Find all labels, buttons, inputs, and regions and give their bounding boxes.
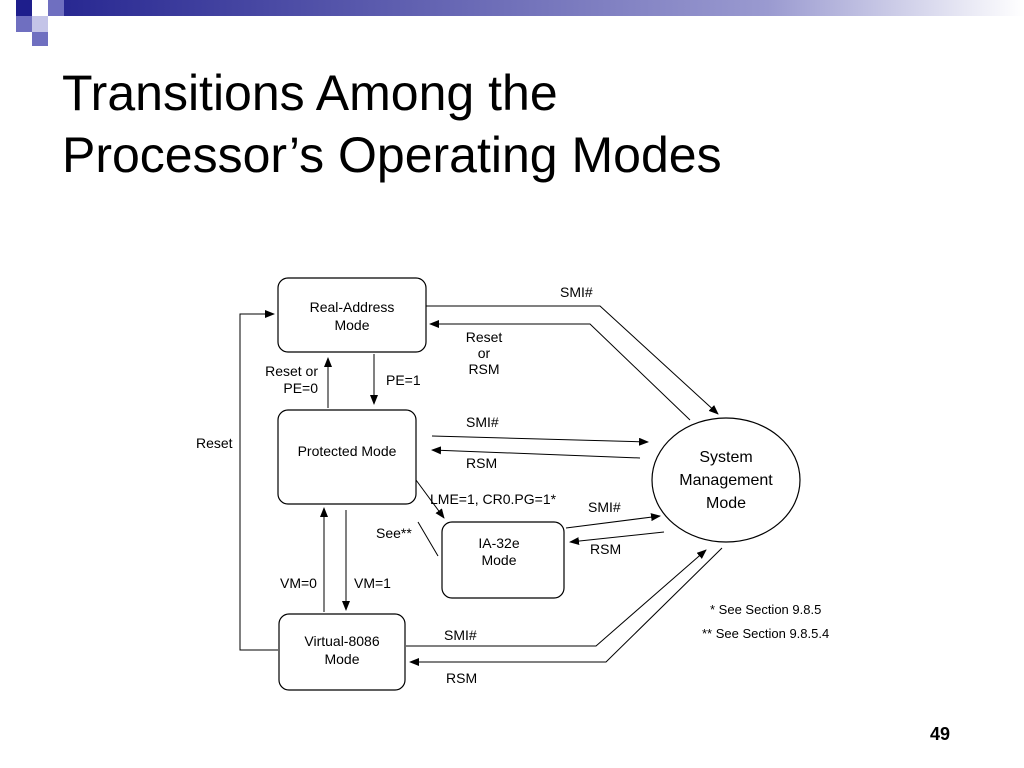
label-vm0: VM=0 (280, 575, 317, 591)
label-reset-rsm-2: or (478, 345, 491, 361)
label-vm1: VM=1 (354, 575, 391, 591)
label-smi-v86: SMI# (444, 627, 477, 643)
label-rsm-protected: RSM (466, 455, 497, 471)
node-ia32e-label-1: IA-32e (478, 535, 519, 551)
label-reset-left: Reset (196, 435, 233, 451)
node-v86-label-2: Mode (324, 651, 359, 667)
node-real-address-mode: Real-Address Mode (277, 277, 427, 353)
node-smm-label-2: Management (679, 472, 773, 489)
label-smi-protected: SMI# (466, 414, 499, 430)
node-v86-label-1: Virtual-8086 (304, 633, 379, 649)
label-see-star: See** (376, 525, 412, 541)
label-rsm-ia32e: RSM (590, 541, 621, 557)
node-real-address-label-2: Mode (334, 317, 369, 333)
slide-title-line-2: Processor’s Operating Modes (62, 127, 722, 183)
edge-v86-to-smm (406, 549, 707, 647)
node-ia32e-mode: IA-32e Mode (441, 521, 565, 599)
node-real-address-label-1: Real-Address (310, 299, 395, 315)
decorative-header-bar (0, 0, 1024, 46)
edge-ia32e-to-smm (565, 513, 661, 529)
page-number: 49 (930, 724, 951, 744)
node-protected-mode: Protected Mode (277, 409, 417, 505)
label-reset-rsm-1: Reset (466, 329, 503, 345)
node-ia32e-label-2: Mode (481, 552, 516, 568)
label-pe1: PE=1 (386, 372, 421, 388)
label-smi-real: SMI# (560, 284, 593, 300)
edge-smm-to-real (429, 320, 691, 421)
footnote-2: ** See Section 9.8.5.4 (702, 626, 829, 641)
node-virtual-8086-mode: Virtual-8086 Mode (278, 613, 406, 691)
edge-smm-to-ia32e (569, 531, 665, 546)
label-smi-ia32e: SMI# (588, 499, 621, 515)
edge-protected-to-smm (431, 435, 649, 446)
slide-title-line-1: Transitions Among the (62, 65, 558, 121)
node-smm-label-3: Mode (706, 495, 746, 512)
edge-ia32e-to-protected (417, 521, 439, 557)
node-system-management-mode: System Management Mode (651, 417, 801, 543)
edge-real-to-smm (426, 305, 719, 415)
node-protected-label: Protected Mode (298, 443, 397, 459)
label-reset-or-pe0-1: Reset or (265, 363, 318, 379)
slide-title: Transitions Among the Processor’s Operat… (62, 62, 962, 186)
edge-protected-to-ia32e (415, 479, 445, 519)
footnote-1: * See Section 9.8.5 (710, 602, 821, 617)
label-reset-rsm-3: RSM (468, 361, 499, 377)
label-lme: LME=1, CR0.PG=1* (430, 491, 557, 507)
label-rsm-v86: RSM (446, 670, 477, 686)
edge-smm-to-protected (431, 446, 641, 459)
label-reset-or-pe0-2: PE=0 (283, 380, 318, 396)
node-smm-label-1: System (699, 449, 752, 466)
edge-smm-to-v86 (409, 547, 723, 666)
edge-reset-loop (239, 310, 278, 651)
